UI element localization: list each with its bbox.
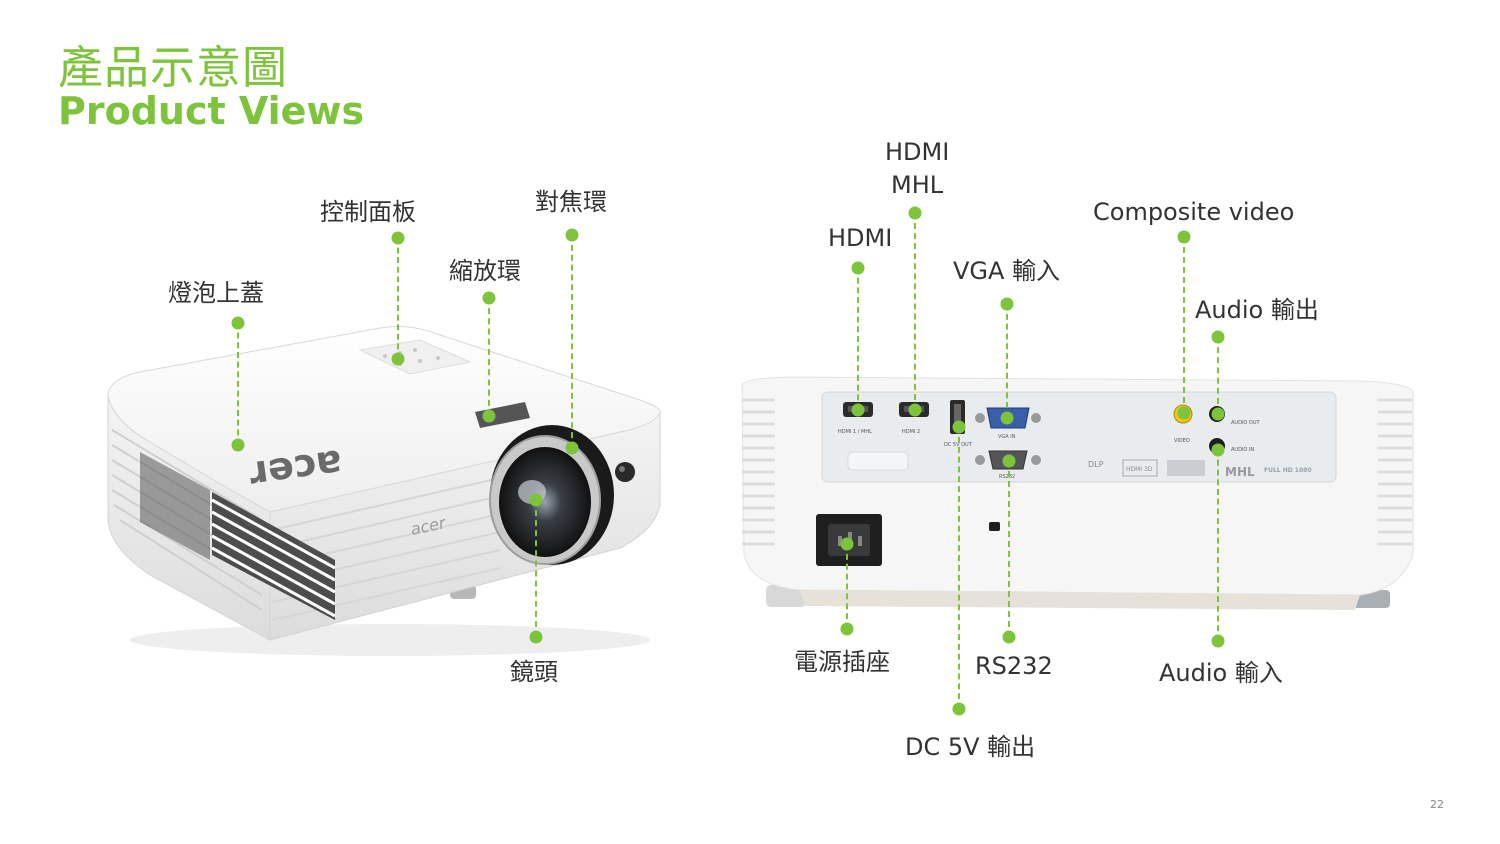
vga-port-label: VGA IN [998,434,1016,440]
hdmi-3d-logo: HDMI 3D [1126,466,1153,473]
lens-glass [499,447,591,557]
label-focus-ring: 對焦環 [535,188,607,216]
mhl-logo: MHL [1225,465,1255,479]
dlp-logo: DLP [1088,460,1104,469]
kensington-lock [989,522,1000,531]
hdmi1-port-label: HDMI 1 / MHL [838,429,872,435]
rear-side-ridges [742,398,1412,546]
label-hdmi-mhl-line1: HDMI [885,138,950,166]
hdmi2-port-label: HDMI 2 [902,429,920,435]
rs232-port-label: RS232 [999,474,1015,480]
label-rs232: RS232 [975,652,1053,680]
front-projector-illustration: acer acer [107,326,661,656]
label-audio-in: Audio 輸入 [1159,659,1283,687]
label-dc-5v-out: DC 5V 輸出 [905,733,1036,761]
page-number: 22 [1430,798,1444,811]
label-control-panel: 控制面板 [320,198,416,226]
composite-video-port-label: VIDEO [1174,438,1190,444]
audio-out-port-label: AUDIO OUT [1231,420,1261,426]
control-panel-buttons [358,339,472,375]
label-audio-out: Audio 輸出 [1195,296,1319,324]
title-english: Product Views [58,89,365,133]
audio-in-port-label: AUDIO IN [1231,447,1254,453]
full-hd-logo: FULL HD 1080 [1264,467,1312,474]
label-hdmi: HDMI [828,224,893,252]
label-vga-in: VGA 輸入 [953,257,1061,285]
top-cover [107,326,661,513]
label-lens: 鏡頭 [510,658,558,686]
label-zoom-ring: 縮放環 [449,257,521,285]
title-chinese: 產品示意圖 [58,41,289,94]
rear-foot-left [766,585,806,607]
label-lamp-cover: 燈泡上蓋 [168,279,264,307]
label-composite-video: Composite video [1093,198,1295,226]
rear-projector-illustration: HDMI 1 / MHL HDMI 2 DC 5V OUT VGA IN RS2… [741,376,1414,610]
label-power-socket: 電源插座 [794,648,890,676]
label-hdmi-mhl-line2: MHL [891,171,944,199]
